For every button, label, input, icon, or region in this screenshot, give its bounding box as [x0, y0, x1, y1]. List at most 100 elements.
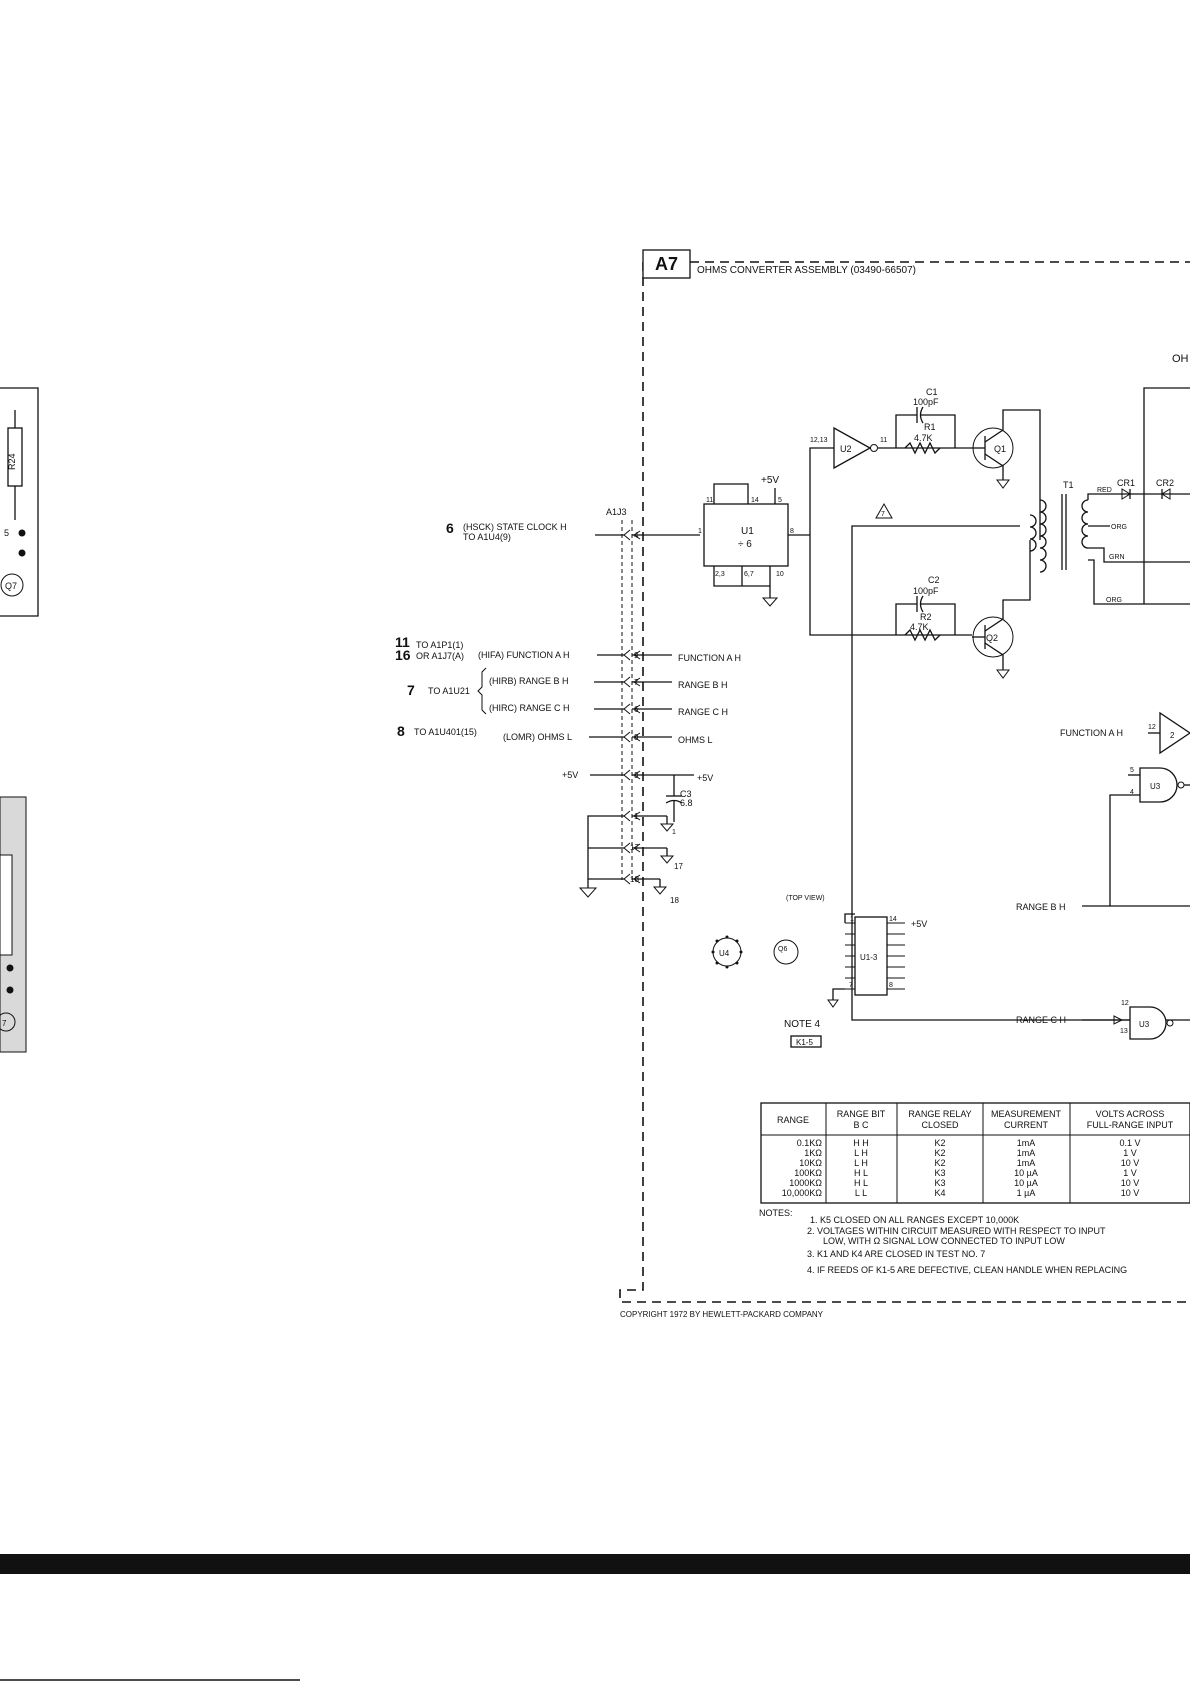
note-4: NOTE 4 K1-5: [784, 1019, 822, 1048]
q6-package: Q6: [778, 946, 787, 953]
wire-org: ORG: [1111, 524, 1127, 531]
table-cell-r1-c0: 1KΩ: [804, 1148, 822, 1158]
sig-16-dest: OR A1J7(A): [416, 651, 464, 661]
gate-function-a-h: FUNCTION A H: [1060, 728, 1123, 738]
table-cell-r5-c2: K4: [934, 1188, 945, 1198]
table-cell-r5-c4: 10 V: [1121, 1188, 1140, 1198]
table-cell-r1-c3: 1mA: [1017, 1148, 1036, 1158]
table-cell-r1-c1: L H: [854, 1148, 868, 1158]
u2b-pin: 12: [1148, 724, 1156, 731]
copyright: COPYRIGHT 1972 BY HEWLETT-PACKARD COMPAN…: [620, 1310, 824, 1319]
c3-value: 6.8: [680, 798, 693, 808]
table-header-1-line-1: B C: [853, 1120, 869, 1130]
table-cell-r2-c4: 10 V: [1121, 1158, 1140, 1168]
ic-pin-1: 1: [850, 916, 854, 923]
table-header-3-line-1: CURRENT: [1004, 1120, 1049, 1130]
cr2-label: CR2: [1156, 478, 1174, 488]
u1-pin-10: 10: [776, 571, 784, 578]
u3-pin-5: 5: [1130, 767, 1134, 774]
ground-17: 17: [674, 862, 683, 871]
sig-7-dest: TO A1U21: [428, 686, 470, 696]
u1-vcc: +5V: [761, 475, 779, 486]
wire-red: RED: [1097, 487, 1112, 494]
table-cell-r3-c0: 100KΩ: [794, 1168, 822, 1178]
u2-pin-in: 12,13: [810, 437, 828, 444]
r2-value: 4.7K: [910, 622, 929, 632]
u2-name: U2: [840, 444, 852, 454]
table-cell-r2-c1: L H: [854, 1158, 868, 1168]
pin5-label: 5: [4, 528, 9, 538]
assembly-id: A7: [655, 254, 678, 274]
table-cell-r4-c4: 10 V: [1121, 1178, 1140, 1188]
notes-label: NOTES:: [759, 1208, 793, 1218]
top-view-packages: (TOP VIEW) U4 Q6 U1-3 1 14 +5V 7 8: [711, 895, 927, 1008]
inner-function-a-h: FUNCTION A H: [678, 653, 741, 663]
ground-18: 18: [670, 896, 679, 905]
c2-label: C2: [928, 575, 940, 585]
table-cell-r3-c2: K3: [934, 1168, 945, 1178]
table-cell-r3-c1: H L: [854, 1168, 868, 1178]
sig-8-number: 8: [397, 723, 405, 739]
note-2b: LOW, WITH Ω SIGNAL LOW CONNECTED TO INPU…: [823, 1236, 1065, 1246]
u2-pin-out: 11: [880, 437, 887, 444]
inner-ohms-l: OHMS L: [678, 735, 713, 745]
sig-11-dest: TO A1P1(1): [416, 640, 463, 650]
table-cell-r1-c2: K2: [934, 1148, 945, 1158]
bottom-band: [0, 1554, 1190, 1574]
table-cell-r0-c2: K2: [934, 1138, 945, 1148]
right-cut-label: OH: [1172, 353, 1189, 365]
q2-label: Q2: [986, 633, 998, 643]
table-header-4-line-1: FULL-RANGE INPUT: [1087, 1120, 1174, 1130]
r24-label: R24: [7, 453, 17, 470]
u1-ratio: ÷ 6: [738, 539, 752, 550]
table-cell-r5-c0: 10,000KΩ: [782, 1188, 823, 1198]
ic-package: U1-3: [860, 953, 878, 962]
sig-ohms-l-name: (LOMR) OHMS L: [503, 732, 572, 742]
table-cell-r0-c4: 0.1 V: [1119, 1138, 1140, 1148]
wire-grn: GRN: [1109, 554, 1125, 561]
assembly-title: OHMS CONVERTER ASSEMBLY (03490-66507): [697, 265, 916, 276]
sig-function-a-name: (HIFA) FUNCTION A H: [478, 650, 570, 660]
left-page-fragment: R24 5 Q7 7: [0, 387, 39, 1053]
c1-value: 100pF: [913, 397, 939, 407]
u1-name: U1: [741, 526, 754, 537]
u1-pin-5: 5: [778, 497, 782, 504]
table-cell-r5-c1: L L: [855, 1188, 867, 1198]
table-header-2-line-0: RANGE RELAY: [908, 1109, 971, 1119]
table-cell-r4-c2: K3: [934, 1178, 945, 1188]
c3-label: C3: [680, 789, 692, 799]
table-cell-r4-c3: 10 µA: [1014, 1178, 1038, 1188]
u3b-pin-12: 12: [1121, 1000, 1129, 1007]
c2-value: 100pF: [913, 586, 939, 596]
note-flag: 7: [881, 511, 885, 518]
u1-pin-14: 14: [751, 497, 759, 504]
t1-transformer: T1 RED ORG GRN ORG CR1 CR2: [1029, 387, 1190, 605]
u1-pins-2-3: 2,3: [715, 571, 725, 578]
sig-16-number: 16: [395, 647, 411, 663]
q1-label: Q1: [994, 444, 1006, 454]
table-cell-r3-c3: 10 µA: [1014, 1168, 1038, 1178]
r2-label: R2: [920, 612, 932, 622]
sig-range-c-name: (HIRC) RANGE C H: [489, 703, 570, 713]
sig-11-number: 11: [395, 634, 410, 650]
sig-7-number: 7: [407, 682, 415, 698]
table-cell-r4-c1: H L: [854, 1178, 868, 1188]
u1-pin-11: 11: [706, 497, 713, 504]
table-cell-r2-c2: K2: [934, 1158, 945, 1168]
note-3: 3. K1 AND K4 ARE CLOSED IN TEST NO. 7: [807, 1249, 985, 1259]
sig-6-name: (HSCK) STATE CLOCK H: [463, 522, 567, 532]
u1-pins-6-7: 6,7: [744, 571, 754, 578]
gate-range-b-h: RANGE B H: [1016, 902, 1066, 912]
table-header-4-line-0: VOLTS ACROSS: [1096, 1109, 1165, 1119]
table-cell-r4-c0: 1000KΩ: [789, 1178, 822, 1188]
table-cell-r2-c0: 10KΩ: [799, 1158, 822, 1168]
connector-label: A1J3: [606, 507, 627, 517]
u3-pin-4: 4: [1130, 789, 1134, 796]
ic-vcc: +5V: [911, 919, 927, 929]
assembly-frame: A7 OHMS CONVERTER ASSEMBLY (03490-66507)…: [619, 249, 1190, 1319]
u3b-name: U3: [1139, 1020, 1150, 1029]
notes: NOTES: 1. K5 CLOSED ON ALL RANGES EXCEPT…: [759, 1208, 1127, 1275]
u3b-pin-13: 13: [1120, 1028, 1128, 1035]
ground-1: 1: [672, 829, 676, 836]
